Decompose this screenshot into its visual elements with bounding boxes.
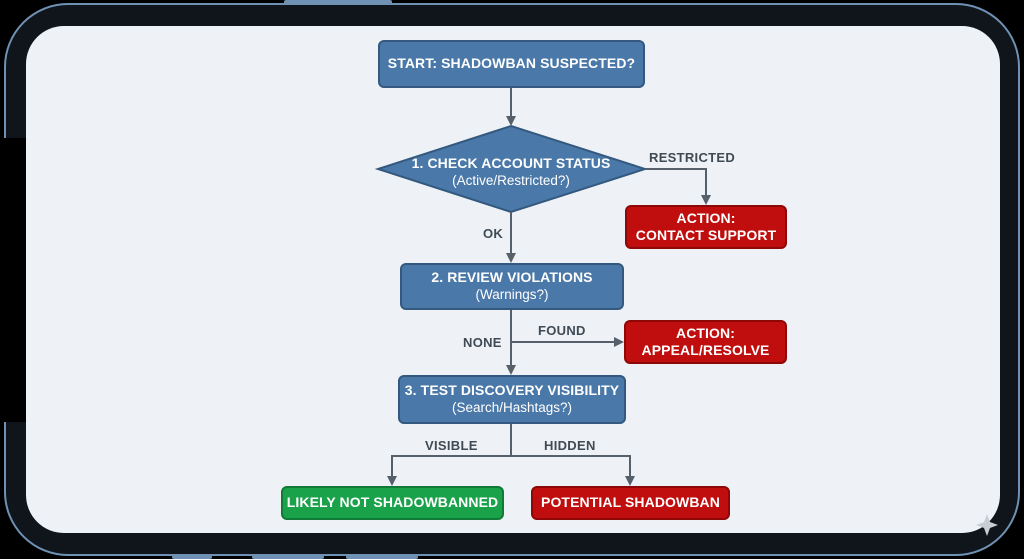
contact-support-node: ACTION: CONTACT SUPPORT — [625, 205, 787, 249]
arrow-visible — [387, 455, 511, 486]
check-status-text: 1. CHECK ACCOUNT STATUS (Active/Restrict… — [390, 154, 632, 190]
test-visibility-node: 3. TEST DISCOVERY VISIBILITY (Search/Has… — [398, 375, 626, 424]
sparkle-icon — [976, 514, 998, 536]
side-button — [346, 555, 418, 559]
edge-label-visible: VISIBLE — [425, 438, 478, 453]
likely-not-shadowbanned-node: LIKELY NOT SHADOWBANNED — [281, 486, 504, 520]
volume-button — [284, 0, 392, 4]
likely-not-label: LIKELY NOT SHADOWBANNED — [286, 494, 499, 511]
edge-label-found: FOUND — [538, 323, 586, 338]
appeal-resolve-line1: ACTION: — [675, 324, 736, 341]
edge-label-hidden: HIDDEN — [544, 438, 596, 453]
arrow-hidden — [511, 455, 635, 486]
start-node: START: SHADOWBAN SUSPECTED? — [378, 40, 645, 88]
check-status-subtitle: (Active/Restricted?) — [452, 173, 570, 189]
contact-support-line2: CONTACT SUPPORT — [635, 227, 777, 243]
review-violations-title: 2. REVIEW VIOLATIONS — [431, 269, 593, 286]
appeal-resolve-node: ACTION: APPEAL/RESOLVE — [624, 320, 787, 364]
review-violations-node: 2. REVIEW VIOLATIONS (Warnings?) — [400, 263, 624, 310]
side-button — [252, 555, 324, 559]
potential-shadowban-label: POTENTIAL SHADOWBAN — [541, 494, 720, 511]
potential-shadowban-node: POTENTIAL SHADOWBAN — [531, 486, 730, 520]
test-visibility-subtitle: (Search/Hashtags?) — [451, 399, 573, 415]
start-node-label: START: SHADOWBAN SUSPECTED? — [387, 55, 636, 72]
review-violations-subtitle: (Warnings?) — [475, 286, 549, 302]
edge-label-restricted: RESTRICTED — [649, 150, 736, 165]
check-status-title: 1. CHECK ACCOUNT STATUS — [411, 155, 611, 171]
arrow-restricted — [645, 168, 711, 205]
appeal-resolve-line2: APPEAL/RESOLVE — [641, 342, 770, 358]
test-visibility-title: 3. TEST DISCOVERY VISIBILITY — [404, 382, 620, 399]
contact-support-line1: ACTION: — [676, 209, 736, 226]
edge-label-none: NONE — [463, 335, 502, 350]
side-button — [172, 555, 212, 559]
edge-label-ok: OK — [483, 226, 504, 241]
